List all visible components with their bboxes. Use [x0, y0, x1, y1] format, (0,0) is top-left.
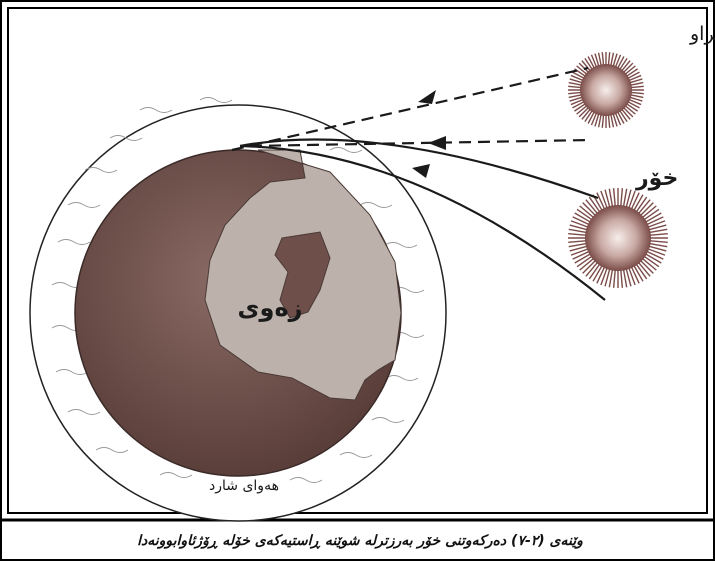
figure-caption: وێنەی (٢-٧) دەرکەوتنی خۆر بەرزترلە شوێنە… — [40, 528, 680, 554]
sun-label: خۆر — [635, 166, 678, 191]
arrow-head — [418, 90, 436, 104]
atmosphere-label: هەوای شارد — [209, 478, 279, 494]
arrow-head — [412, 164, 430, 178]
arrow-head — [428, 136, 446, 150]
sun-core — [585, 205, 651, 271]
earth-label: زەوی — [238, 294, 303, 322]
real-sun — [568, 188, 668, 288]
apparent-sun — [568, 52, 644, 128]
ray-arrows — [412, 90, 446, 178]
sun-core — [580, 64, 632, 116]
apparent-sun-label: شوێنی بینراو — [689, 23, 715, 45]
